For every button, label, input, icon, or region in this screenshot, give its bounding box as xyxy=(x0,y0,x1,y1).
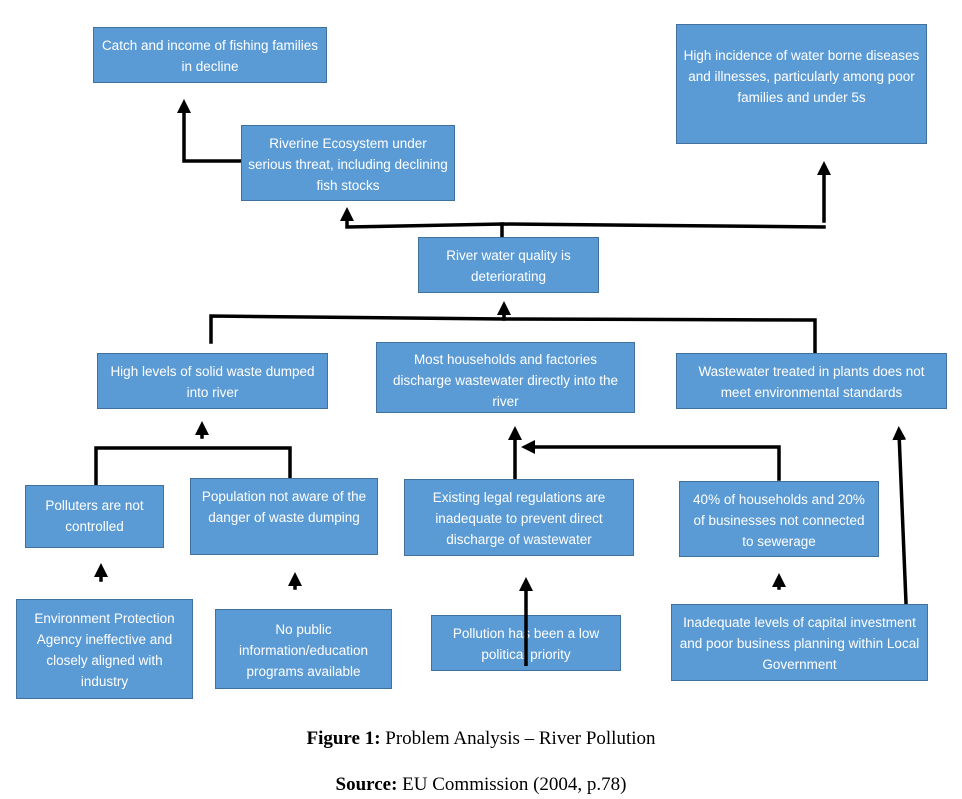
node-capital: Inadequate levels of capital investment … xyxy=(671,604,928,681)
connector-capital-to-treated xyxy=(892,426,908,605)
node-discharge: Most households and factories discharge … xyxy=(376,342,635,413)
node-no-info: No public information/education programs… xyxy=(215,609,392,689)
node-population: Population not aware of the danger of wa… xyxy=(190,478,378,555)
figure-caption: Figure 1: Problem Analysis – River Pollu… xyxy=(0,728,962,750)
figure-title: Problem Analysis – River Pollution xyxy=(380,728,656,749)
node-political: Pollution has been a low political prior… xyxy=(431,615,621,671)
node-catch-income: Catch and income of fishing families in … xyxy=(93,27,327,83)
node-epa: Environment Protection Agency ineffectiv… xyxy=(16,599,193,699)
node-riverine: Riverine Ecosystem under serious threat,… xyxy=(241,125,455,201)
node-water-quality: River water quality is deteriorating xyxy=(418,237,599,293)
connector-solidwaste-bar xyxy=(94,446,292,487)
node-polluters: Polluters are not controlled xyxy=(25,485,164,548)
node-disease: High incidence of water borne diseases a… xyxy=(676,24,927,144)
source-caption: Source: EU Commission (2004, p.78) xyxy=(0,774,962,796)
source-label: Source: xyxy=(335,774,398,795)
node-treated: Wastewater treated in plants does not me… xyxy=(676,353,947,409)
connector-households-to-discharge xyxy=(521,440,781,481)
connector-quality-to-disease xyxy=(500,222,826,229)
connector-quality-to-riverine xyxy=(340,207,504,239)
node-solid-waste: High levels of solid waste dumped into r… xyxy=(97,353,328,409)
source-text: EU Commission (2004, p.78) xyxy=(397,774,627,795)
connector-riverine-to-catch xyxy=(177,99,242,163)
figure-label: Figure 1: xyxy=(306,728,381,749)
node-households: 40% of households and 20% of businesses … xyxy=(679,481,879,557)
node-legal: Existing legal regulations are inadequat… xyxy=(404,479,634,556)
